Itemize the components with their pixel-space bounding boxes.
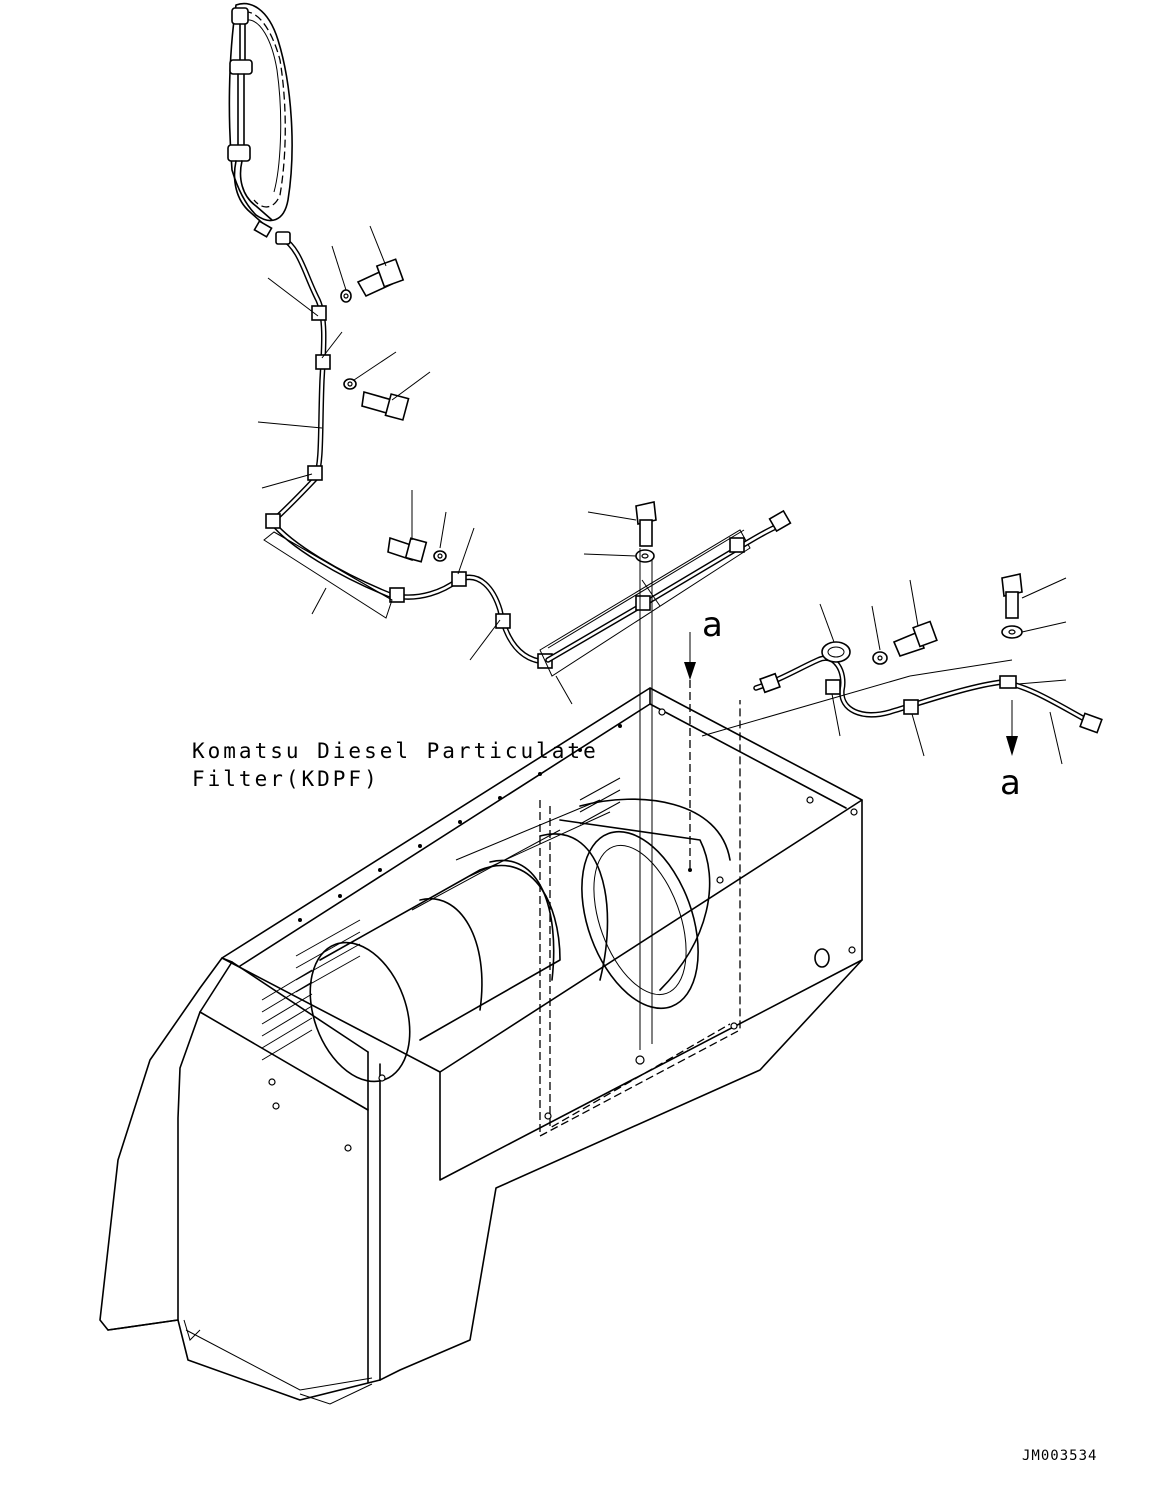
- view-arrows: [684, 632, 1018, 870]
- drawing-code: JM003534: [1022, 1448, 1097, 1464]
- vent-slats: [261, 777, 621, 1061]
- mounting-holes: [268, 708, 858, 1152]
- upper-bolts: [340, 258, 447, 563]
- upper-left-harness: [263, 231, 553, 669]
- filter-canister: [309, 798, 731, 1083]
- view-marker-a-top: a: [702, 605, 723, 645]
- view-marker-a-bottom: a: [1000, 763, 1021, 803]
- right-harness: [753, 573, 1103, 734]
- leader-lines: [257, 225, 1067, 765]
- kdpf-housing: [99, 548, 863, 1405]
- caption-line-1: Komatsu Diesel Particulate: [192, 739, 599, 763]
- caption-line-2: Filter(KDPF): [192, 767, 380, 791]
- middle-harness: [539, 501, 792, 677]
- sensor-cover-plate: [227, 2, 293, 238]
